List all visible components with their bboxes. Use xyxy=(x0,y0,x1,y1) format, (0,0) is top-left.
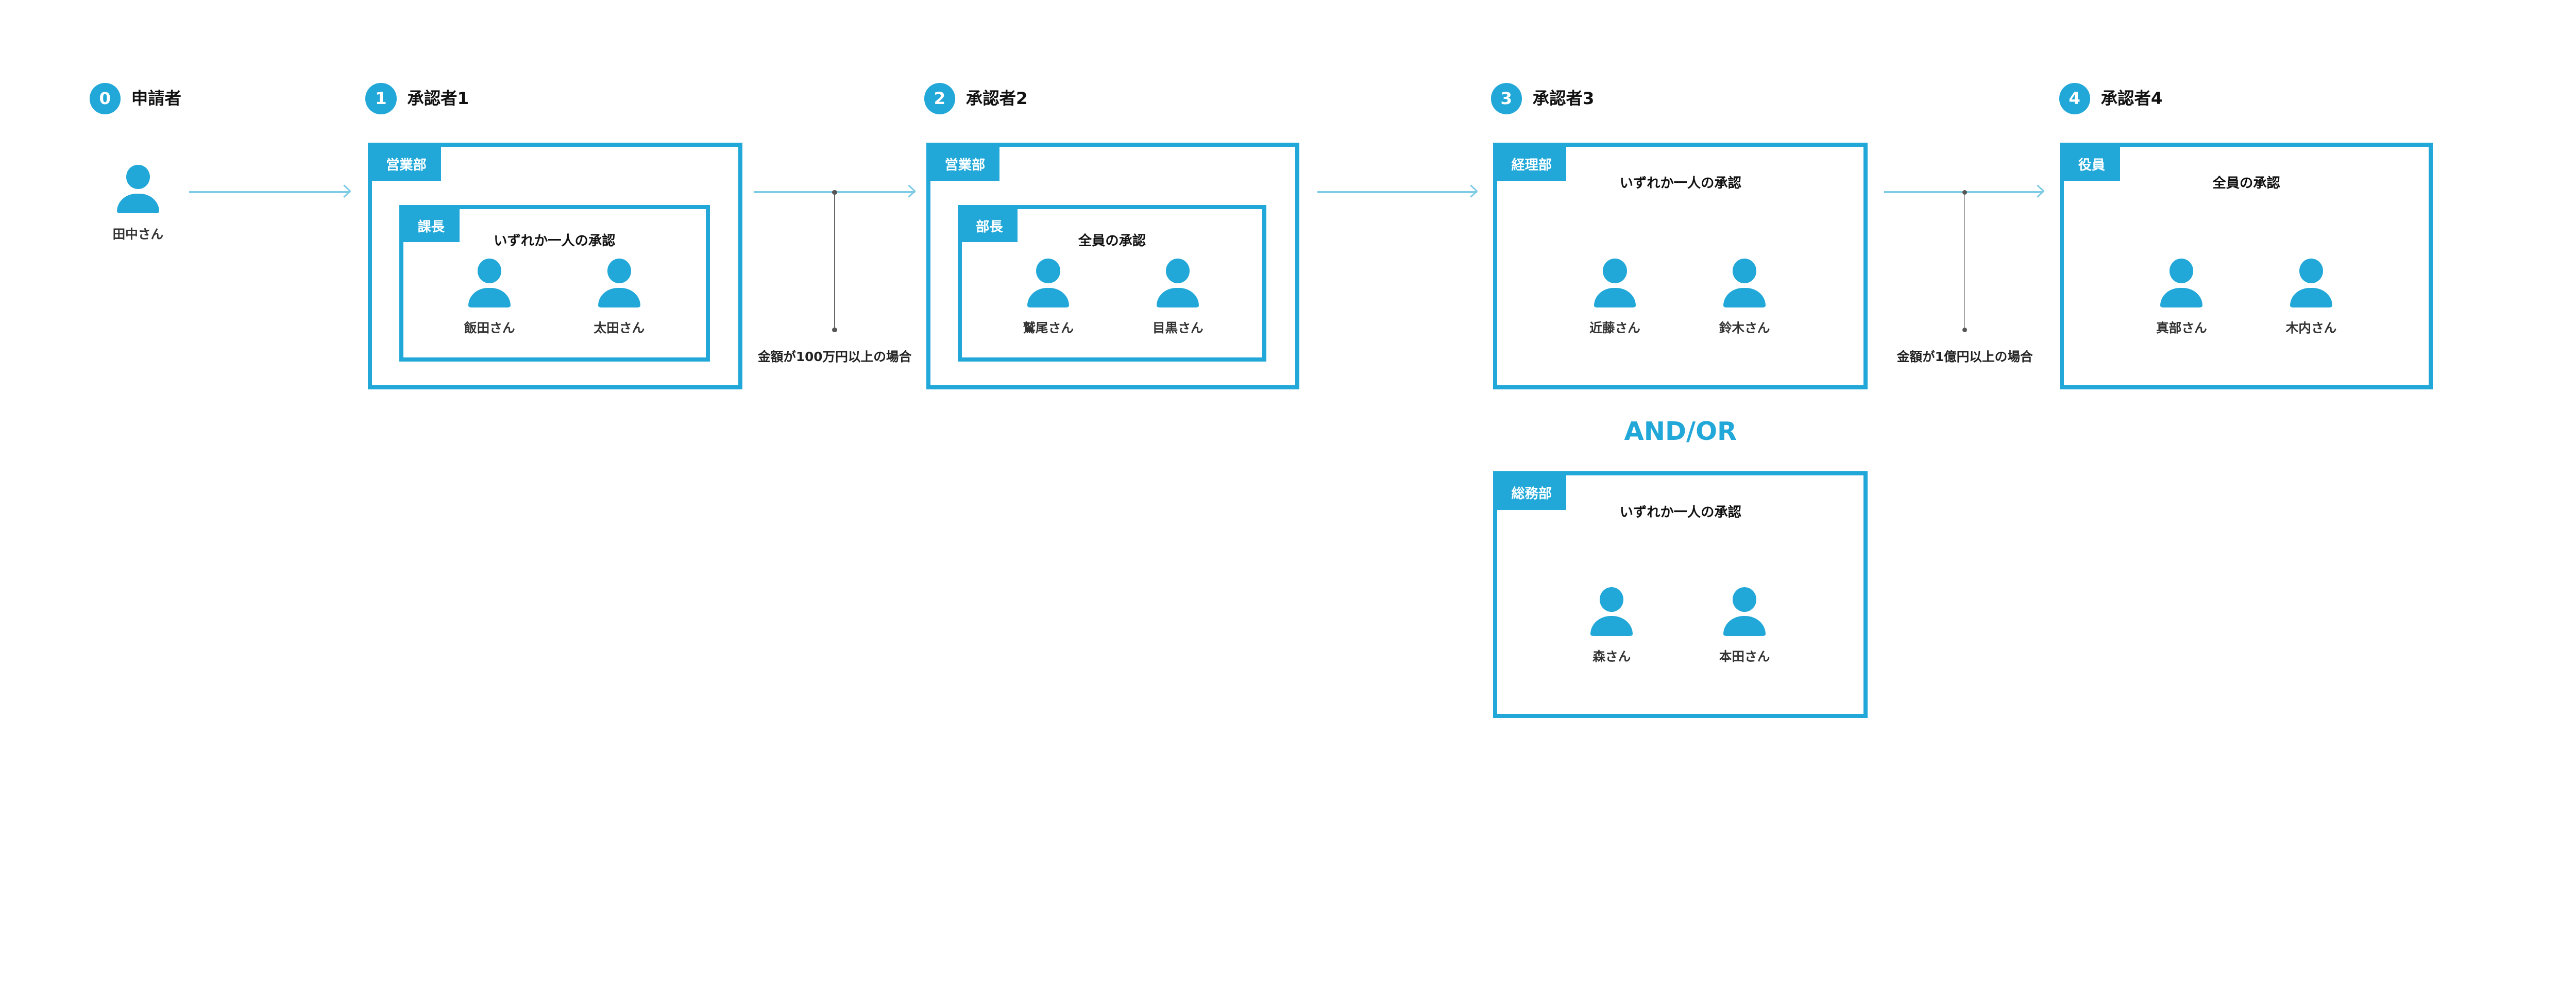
person-name: 森さん xyxy=(1592,648,1631,664)
person-icon xyxy=(1027,287,1070,308)
and-or-connector: AND/OR xyxy=(1624,416,1737,446)
applicant: 田中さん xyxy=(106,164,170,243)
step-label: 承認者3 xyxy=(1532,89,1595,109)
role-tag: 部長 xyxy=(961,209,1018,243)
condition-dot xyxy=(1962,190,1968,195)
person-icon xyxy=(2170,259,2194,284)
role-group-box: 課長 いずれか一人の承認 xyxy=(399,205,710,362)
role-group-box: 部長 全員の承認 xyxy=(957,205,1267,362)
arrow-head-icon xyxy=(1470,184,1478,198)
arrow-head-icon xyxy=(908,184,916,198)
person-name: 鈴木さん xyxy=(1719,320,1770,336)
department-box: 役員 全員の承認 xyxy=(2060,143,2433,389)
condition-line xyxy=(1964,192,1965,330)
arrow-head-icon xyxy=(2037,184,2045,198)
approval-rule: いずれか一人の承認 xyxy=(1619,176,1741,192)
person-icon xyxy=(1600,587,1624,612)
department-tag: 経理部 xyxy=(1497,146,1567,181)
step-number-badge: 0 xyxy=(89,83,121,114)
step-number-badge: 4 xyxy=(2059,83,2090,114)
person-icon xyxy=(126,164,150,190)
person-name: 鷲尾さん xyxy=(1023,320,1074,336)
person-name: 目黒さん xyxy=(1152,320,1204,336)
approver: 鷲尾さん xyxy=(1016,259,1080,336)
person-name: 田中さん xyxy=(112,226,164,242)
department-box: 経理部 いずれか一人の承認 xyxy=(1493,143,1868,389)
step-number-badge: 2 xyxy=(924,83,955,114)
person-name: 近藤さん xyxy=(1589,320,1640,336)
condition-dot xyxy=(832,328,837,333)
approval-rule: 全員の承認 xyxy=(1078,233,1146,249)
condition-dot xyxy=(1962,328,1968,333)
role-tag: 課長 xyxy=(402,209,460,243)
approver: 本田さん xyxy=(1713,587,1776,665)
department-tag: 役員 xyxy=(2063,146,2120,181)
condition-line xyxy=(834,192,835,330)
person-icon xyxy=(2290,287,2332,308)
approver: 太田さん xyxy=(587,259,651,336)
condition-label: 金額が100万円以上の場合 xyxy=(757,349,912,365)
person-icon xyxy=(607,259,631,284)
condition-dot xyxy=(832,190,837,195)
person-icon xyxy=(1603,259,1627,284)
approver: 近藤さん xyxy=(1583,259,1647,336)
condition-label: 金額が1億円以上の場合 xyxy=(1896,349,2033,365)
person-name: 本田さん xyxy=(1719,648,1770,664)
person-icon xyxy=(477,259,502,284)
step-label: 申請者 xyxy=(131,89,181,109)
step-label: 承認者2 xyxy=(965,89,1028,109)
person-icon xyxy=(598,287,640,308)
step-number-badge: 1 xyxy=(365,83,397,114)
person-icon xyxy=(1590,616,1633,636)
approval-rule: いずれか一人の承認 xyxy=(494,233,616,249)
person-icon xyxy=(1732,259,1757,284)
person-name: 太田さん xyxy=(594,320,645,336)
approver: 目黒さん xyxy=(1146,259,1209,336)
person-icon xyxy=(468,287,511,308)
step-label: 承認者4 xyxy=(2100,89,2163,109)
approval-rule: 全員の承認 xyxy=(2212,176,2280,192)
flow-arrow xyxy=(1317,184,1478,198)
department-tag: 総務部 xyxy=(1497,475,1567,510)
person-name: 真部さん xyxy=(2156,320,2207,336)
person-icon xyxy=(1157,287,1199,308)
approver: 鈴木さん xyxy=(1713,259,1776,336)
department-box: 総務部 いずれか一人の承認 xyxy=(1493,471,1868,718)
arrow-head-icon xyxy=(343,184,351,198)
person-icon xyxy=(1732,587,1757,612)
approver: 森さん xyxy=(1580,587,1643,665)
person-icon xyxy=(1166,259,1190,284)
step-number-badge: 3 xyxy=(1490,83,1522,114)
person-name: 木内さん xyxy=(2285,320,2337,336)
person-icon xyxy=(1723,616,1766,636)
person-icon xyxy=(116,193,159,214)
approval-rule: いずれか一人の承認 xyxy=(1619,504,1741,520)
step-label: 承認者1 xyxy=(407,89,469,109)
approver: 木内さん xyxy=(2279,259,2343,336)
approver: 真部さん xyxy=(2150,259,2213,336)
flow-arrow xyxy=(189,184,351,198)
person-name: 飯田さん xyxy=(464,320,515,336)
person-icon xyxy=(1723,287,1766,308)
department-tag: 営業部 xyxy=(930,146,1000,181)
person-icon xyxy=(2160,287,2203,308)
person-icon xyxy=(1594,287,1636,308)
department-tag: 営業部 xyxy=(371,146,442,181)
approver: 飯田さん xyxy=(457,259,521,336)
person-icon xyxy=(2299,259,2324,284)
person-icon xyxy=(1036,259,1060,284)
